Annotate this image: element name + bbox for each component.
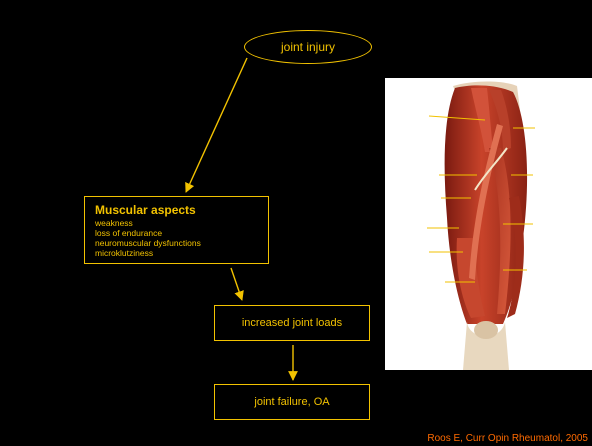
muscular-item-weakness: weakness (95, 218, 268, 228)
muscular-aspects-list: weakness loss of endurance neuromuscular… (95, 218, 268, 258)
label-pectineus: Pectineus (405, 172, 431, 179)
thigh-muscle-illustration: Psoas Major Iliacus Pectineus Tensor Fas… (385, 78, 592, 370)
muscular-item-endurance: loss of endurance (95, 228, 268, 238)
muscular-item-microklutziness: microklutziness (95, 248, 268, 258)
label-adductor-longus: Adductor Longus (387, 195, 433, 202)
joint-injury-node: joint injury (244, 30, 372, 64)
increased-joint-loads-label: increased joint loads (242, 317, 342, 329)
joint-failure-node: joint failure, OA (214, 384, 370, 420)
muscular-aspects-node: Muscular aspects weakness loss of endura… (84, 196, 269, 264)
label-vastus-lateralis: Vastus Lateralis (529, 267, 571, 274)
label-tensor-fasciae-latae: Tensor Fasciae Latae (535, 170, 583, 183)
arrow-injury-to-muscular (186, 58, 247, 192)
label-rectus-femorus: Rectus Femorus (535, 221, 578, 228)
arrow-muscular-to-loads (231, 268, 242, 300)
muscular-item-neuromuscular: neuromuscular dysfunctions (95, 238, 268, 248)
joint-injury-label: joint injury (281, 40, 335, 54)
label-psoas-major: Psoas Major (393, 113, 425, 120)
label-vastus-medialis: Vastus Medialis (391, 279, 432, 286)
label-gracilis: Gracilis (399, 225, 419, 232)
joint-failure-label: joint failure, OA (254, 396, 329, 408)
citation: Roos E, Curr Opin Rheumatol, 2005 (427, 433, 588, 444)
muscular-aspects-title: Muscular aspects (95, 203, 268, 217)
label-iliacus: Iliacus (537, 125, 554, 132)
increased-joint-loads-node: increased joint loads (214, 305, 370, 341)
label-sartorius: Sartorius (399, 249, 423, 256)
